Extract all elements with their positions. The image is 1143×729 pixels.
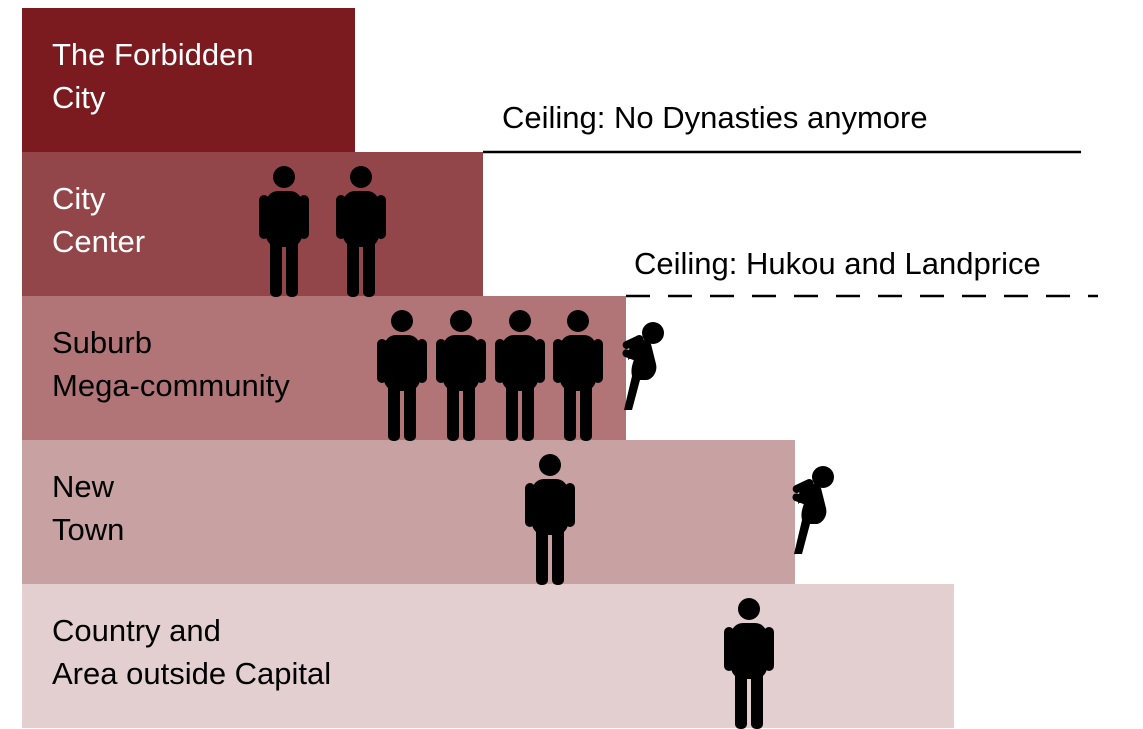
person-icon <box>436 310 486 441</box>
person-icon <box>525 454 575 585</box>
climbing-person-icon <box>621 322 664 410</box>
ceiling-label-dynasties: Ceiling: No Dynasties anymore <box>502 100 928 135</box>
tier-country: Country and Area outside Capital <box>22 584 954 728</box>
tier-label-country: Country and Area outside Capital <box>52 613 332 691</box>
person-icon <box>495 310 545 441</box>
person-icon <box>553 310 603 441</box>
tier-label-suburb: Suburb Mega-community <box>52 325 290 403</box>
tier-forbidden-city: The Forbidden City <box>22 8 355 152</box>
ceiling-label-hukou: Ceiling: Hukou and Landprice <box>634 246 1041 281</box>
person-icon <box>724 598 774 729</box>
tier-label-city-center: City Center <box>52 181 146 259</box>
tier-label-forbidden-city: The Forbidden City <box>52 37 254 115</box>
person-icon <box>259 166 309 297</box>
tier-city-center: City Center <box>22 152 483 296</box>
tier-label-new-town: New Town <box>52 469 125 547</box>
person-icon <box>336 166 386 297</box>
tier-new-town: New Town <box>22 440 795 584</box>
person-icon <box>377 310 427 441</box>
climbing-person-icon <box>791 466 834 554</box>
